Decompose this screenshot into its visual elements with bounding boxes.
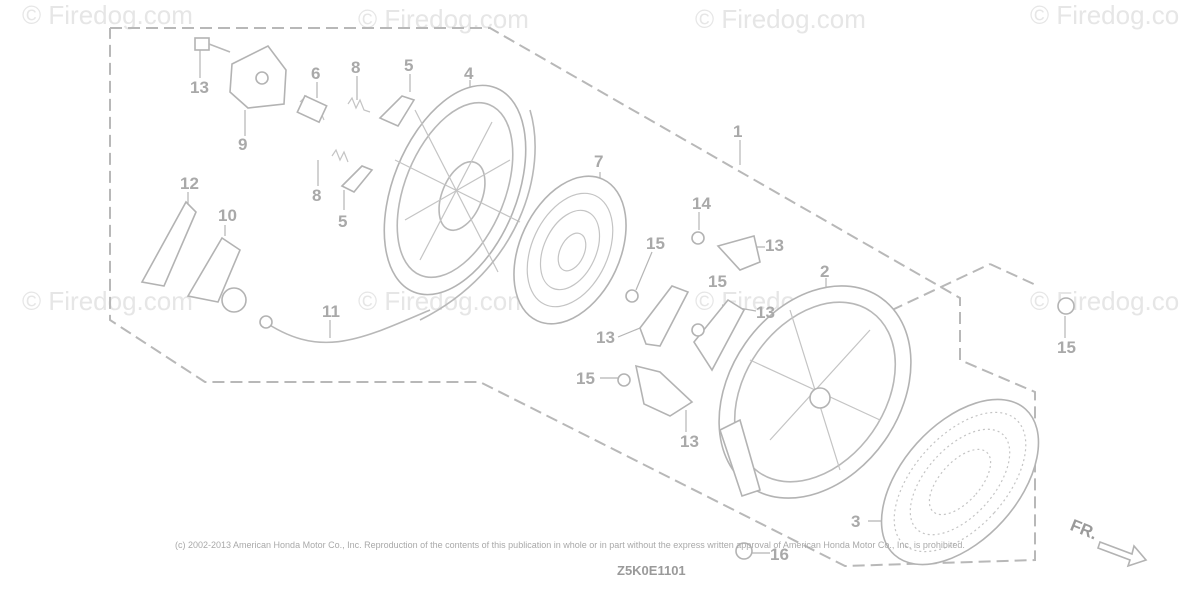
callout-13: 13 [596,328,615,347]
callout-7: 7 [594,152,604,171]
callout-13: 13 [765,236,784,255]
callout-9: 9 [238,135,248,154]
bolt-part-14 [194,37,231,53]
callout-1: 1 [733,122,743,141]
ratchet-part-5 [378,95,416,128]
callout-16: 15 [1057,338,1076,357]
callout-15: 15 [708,272,727,291]
plate-part-9 [229,44,287,109]
screen-grille-part-3 [880,398,1040,566]
callout-13: 13 [756,303,775,322]
front-direction-arrow [1096,540,1148,568]
handle-knob [221,287,247,313]
spring-part-8 [331,148,349,163]
callout-14: 13 [190,78,209,97]
callout-10: 10 [218,206,237,225]
handle-grip-part-12 [140,200,197,287]
watermark: © Firedog.com [1030,0,1180,30]
pawl-part-13 [634,364,694,417]
starter-handle-part-10 [186,236,241,303]
callout-15: 14 [692,194,711,213]
watermark: © Firedog.com [22,0,193,30]
washer-part-15 [691,231,705,245]
callout-6: 6 [311,64,321,83]
callout-13: 13 [680,432,699,451]
callout-5: 5 [338,212,348,231]
callout-11: 11 [322,302,340,321]
washer-part-15 [617,373,631,387]
spring-part-8 [347,96,371,113]
callout-3: 3 [851,512,861,531]
callout-15: 15 [576,369,595,388]
callout-8: 8 [312,186,322,205]
reel-part-4 [383,84,536,321]
washer-part-15 [625,289,639,303]
recoil-spring-part-7 [513,175,627,325]
starter-rope-part-11 [261,309,431,344]
watermark: © Firedog.com [1030,286,1180,316]
pawl-part-13 [693,298,746,372]
callout-8: 8 [351,58,361,77]
rope-end [259,315,273,329]
watermark: © Firedog.com [22,286,193,316]
watermark: © Firedog.com [695,4,866,34]
callout-4: 4 [464,64,474,83]
pawl-part-13 [639,285,690,347]
callout-16: 16 [770,545,789,564]
nut-part-16 [1057,297,1075,315]
diagram-code: Z5K0E1101 [617,563,686,578]
callout-5: 5 [404,56,414,75]
callout-12: 12 [180,174,199,193]
callout-2: 2 [820,262,830,281]
pawl-part-13 [716,235,761,271]
starter-housing-part-2 [718,285,912,499]
callout-15: 15 [646,234,665,253]
assembly-boundary [109,27,1036,568]
spring-part-6 [296,94,328,124]
nut-part-16 [735,542,753,560]
washer-part-15 [691,323,705,337]
copyright-notice: (c) 2002-2013 American Honda Motor Co., … [175,540,965,550]
ratchet-part-5 [340,165,374,194]
